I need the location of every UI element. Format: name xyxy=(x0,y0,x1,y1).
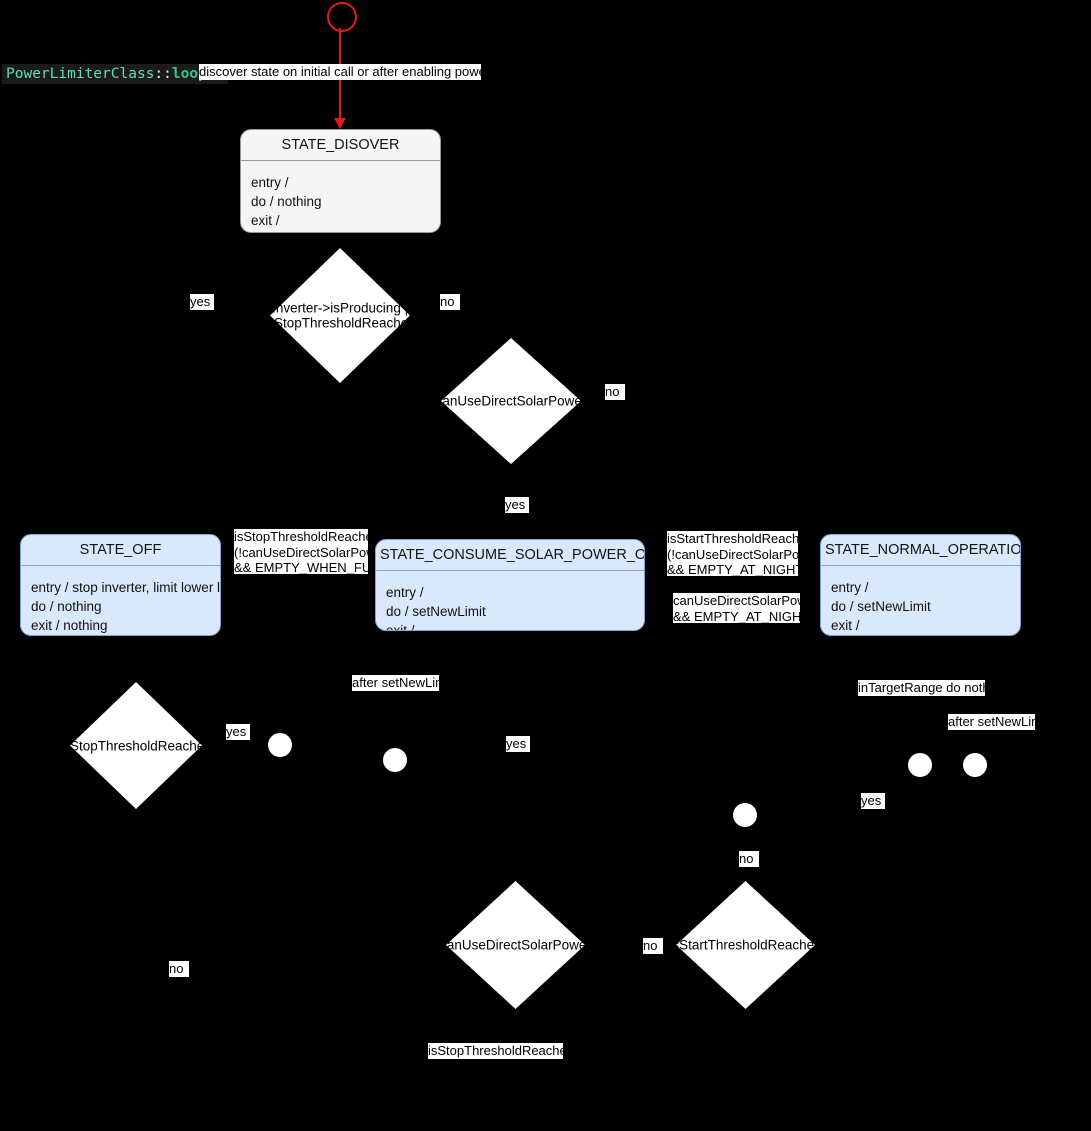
state-title-consume-solar-power-only: STATE_CONSUME_SOLAR_POWER_ONLY xyxy=(380,547,645,563)
edge-label-to-state-off: isStopThresholdReached || (!canUseDirect… xyxy=(234,529,368,574)
decision-label-line: canUseDirectSolarPower xyxy=(435,393,587,409)
state-do: do / setNewLimit xyxy=(386,604,486,619)
edge-label-no-start-threshold-upper: no xyxy=(739,851,759,867)
edge-label-after-set-new-limit-mid: after setNewLimit xyxy=(352,675,439,691)
edge-label-to-state-consume-solar-only: canUseDirectSolarPower && EMPTY_AT_NIGHT xyxy=(673,593,800,623)
decision-label-line: isStopThresholdReached xyxy=(264,315,416,331)
state-do: do / nothing xyxy=(251,194,322,209)
edge-label-line: && EMPTY_AT_NIGHT) xyxy=(667,562,798,576)
initial-transition-arrowhead xyxy=(334,118,346,129)
state-entry: entry / stop inverter, limit lower limit xyxy=(31,580,221,595)
state-separator xyxy=(21,565,220,566)
initial-state-circle xyxy=(327,2,357,32)
state-body-consume-solar-power-only: entry / do / setNewLimit exit / xyxy=(376,571,644,631)
title-class-token: PowerLimiterClass xyxy=(6,66,155,82)
decision-label-line: isStopThresholdReached xyxy=(60,737,212,753)
state-do: do / nothing xyxy=(31,599,102,614)
junction-solar-only xyxy=(733,803,757,827)
decision-producing-or-stop-threshold[interactable]: !Inverter->isProducing || isStopThreshol… xyxy=(264,248,416,383)
decision-label-line: !Inverter->isProducing || xyxy=(268,300,412,315)
decision-label: isStopThresholdReached xyxy=(60,738,212,754)
junction-normal-right xyxy=(963,753,987,777)
edge-label-no-solar-bottom: no xyxy=(643,938,663,954)
junction-off-yes xyxy=(268,733,292,757)
edge-label-line: (!canUseDirectSolarPower xyxy=(667,546,798,562)
decision-label-line: canUseDirectSolarPower xyxy=(440,937,591,953)
decision-can-use-direct-solar-power-bottom[interactable]: canUseDirectSolarPower xyxy=(440,881,591,1009)
state-title-normal-operation: STATE_NORMAL_OPERATION xyxy=(825,542,1021,558)
state-entry: entry / xyxy=(831,580,869,595)
state-body-normal-operation: entry / do / setNewLimit exit / xyxy=(821,566,1020,635)
state-title-discover: STATE_DISOVER xyxy=(281,137,400,153)
edge-label-line: isStopThresholdReached || xyxy=(234,529,368,544)
diagram-title: PowerLimiterClass::loop() xyxy=(2,64,229,84)
decision-label: !Inverter->isProducing || isStopThreshol… xyxy=(264,300,416,331)
state-exit: exit / xyxy=(251,213,280,228)
decision-start-threshold-reached[interactable]: isStartThresholdReached xyxy=(669,881,822,1009)
state-separator xyxy=(241,160,440,161)
edge-label-yes-normal: yes xyxy=(861,793,885,809)
junction-after-set-new-limit-mid xyxy=(383,748,407,772)
decision-stop-threshold-reached[interactable]: isStopThresholdReached xyxy=(60,682,212,809)
state-do: do / setNewLimit xyxy=(831,599,931,614)
state-entry: entry / xyxy=(386,585,424,600)
decision-label: canUseDirectSolarPower xyxy=(440,937,591,953)
decision-can-use-direct-solar-power-top[interactable]: canUseDirectSolarPower xyxy=(436,338,586,464)
state-body-off: entry / stop inverter, limit lower limit… xyxy=(21,566,221,635)
edge-label-to-state-normal-operation: isStartThresholdReached || (!canUseDirec… xyxy=(667,531,798,576)
state-exit: exit / nothing xyxy=(31,618,108,633)
junction-normal-left xyxy=(908,753,932,777)
state-title-off: STATE_OFF xyxy=(79,542,162,558)
edge-label-no-solar-top-right: no xyxy=(605,384,625,400)
edge-label-in-target-range: inTargetRange do nothing xyxy=(858,680,985,696)
state-body-discover: entry / do / nothing exit / xyxy=(241,161,440,232)
edge-label-yes-solar-only: yes xyxy=(506,736,530,752)
state-box-discover[interactable]: STATE_DISOVER entry / do / nothing exit … xyxy=(240,129,441,233)
state-exit: exit / xyxy=(386,623,415,631)
edge-label-no-discover-right: no xyxy=(440,294,460,310)
edge-label-after-set-new-limit-right: after setNewLimit xyxy=(948,714,1035,730)
decision-label: canUseDirectSolarPower xyxy=(436,393,587,409)
edge-label-yes-discover-left: yes xyxy=(190,294,214,310)
edge-label-stop-threshold-bottom: isStopThresholdReached || xyxy=(428,1043,563,1059)
edge-label-line: && EMPTY_WHEN_FULL) xyxy=(234,560,368,574)
edge-label-no-bottom-left: no xyxy=(169,961,189,977)
decision-label: isStartThresholdReached xyxy=(669,937,821,953)
edge-label-yes-off-right: yes xyxy=(226,724,250,740)
state-box-normal-operation[interactable]: STATE_NORMAL_OPERATION entry / do / setN… xyxy=(820,534,1021,636)
title-scope-token: :: xyxy=(154,66,172,82)
state-exit: exit / xyxy=(831,618,860,633)
decision-label-line: isStartThresholdReached xyxy=(669,937,822,953)
state-separator xyxy=(821,565,1020,566)
state-separator xyxy=(376,570,644,571)
state-box-consume-solar-power-only[interactable]: STATE_CONSUME_SOLAR_POWER_ONLY entry / d… xyxy=(375,539,645,631)
state-box-off[interactable]: STATE_OFF entry / stop inverter, limit l… xyxy=(20,534,221,636)
edge-label-line: (!canUseDirectSolarPower xyxy=(234,544,368,560)
edge-label-line: canUseDirectSolarPower xyxy=(673,593,800,608)
state-entry: entry / xyxy=(251,175,289,190)
edge-label-initial-transition: discover state on initial call or after … xyxy=(199,64,481,80)
edge-label-line: && EMPTY_AT_NIGHT xyxy=(673,608,800,624)
edge-label-yes-solar-top-bottom: yes xyxy=(505,497,529,513)
edge-label-line: isStartThresholdReached || xyxy=(667,531,798,546)
